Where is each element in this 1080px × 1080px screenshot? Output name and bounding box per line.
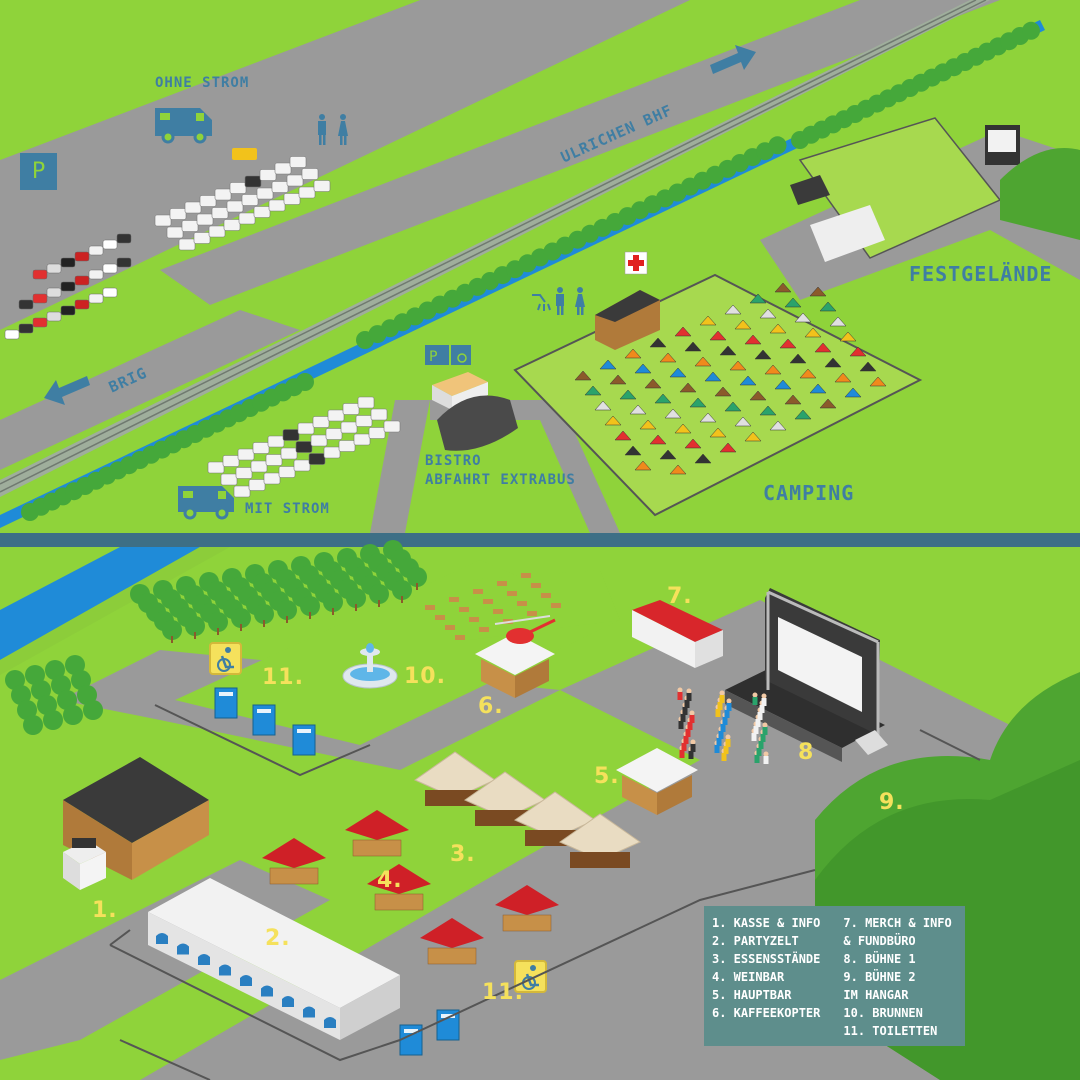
portable-toilets	[214, 687, 460, 1056]
marker-10: 10.	[404, 664, 446, 689]
marker-3: 3.	[450, 842, 476, 867]
label-ohne-strom: OHNE STROM	[155, 75, 250, 91]
marker-5: 5.	[594, 764, 620, 789]
legend-item: 9. BÜHNE 2	[843, 970, 916, 984]
legend-column-2: 7. MERCH & INFO & FUNDBÜRO 8. BÜHNE 1 9. BÜ…	[843, 914, 957, 1038]
label-mit-strom: MIT STROM	[245, 501, 330, 517]
riverbank	[0, 547, 230, 675]
wheelchair-parking-icon: P	[425, 345, 471, 365]
legend-item: 8. BÜHNE 1	[843, 952, 916, 966]
wheelchair-icon	[514, 960, 547, 993]
legend-column-1: 1. KASSE & INFO 2. PARTYZELT 3. ESSENSSTÄN…	[712, 914, 843, 1038]
deckchair-lawn	[400, 570, 620, 640]
deck-chairs	[425, 573, 561, 640]
sanitary-building	[595, 290, 660, 350]
food-court-tents	[413, 751, 642, 868]
toilet-icon	[556, 287, 585, 315]
map-legend: 1. KASSE & INFO 2. PARTYZELT 3. ESSENSSTÄN…	[704, 906, 965, 1046]
marker-8: 8	[798, 740, 815, 765]
legend-item: 5. HAUPTBAR	[712, 988, 792, 1002]
festgelaende-area	[790, 117, 1080, 262]
legend-item: 2. PARTYZELT	[712, 934, 799, 948]
crowd	[677, 687, 769, 764]
railway	[0, 0, 990, 497]
legend-item: & FUNDBÜRO	[843, 934, 916, 948]
map-divider	[0, 533, 1080, 547]
party-tent	[148, 878, 400, 1040]
tree-rows	[21, 21, 1040, 521]
legend-item: 6. KAFFEEKOPTER	[712, 1006, 821, 1020]
bistro-road	[370, 400, 430, 533]
rail-line	[0, 0, 987, 493]
arrow-right-icon	[710, 45, 756, 74]
parking-icon: P	[20, 153, 57, 190]
arrow-left-icon	[44, 376, 90, 405]
svg-text:P: P	[429, 349, 437, 365]
legend-item: 1. KASSE & INFO	[712, 916, 821, 930]
label-camping: CAMPING	[763, 481, 855, 505]
wine-bar-pavilions	[262, 810, 559, 965]
camper-icon	[178, 486, 234, 520]
legend-item: 11. TOILETTEN	[843, 1024, 938, 1038]
legend-item: IM HANGAR	[843, 988, 909, 1002]
camper-icon	[155, 108, 212, 144]
camper-rows	[154, 148, 401, 498]
label-festgelaende: FESTGELÄNDE	[909, 262, 1053, 286]
label-abfahrt-extrabus: ABFAHRT EXTRABUS	[425, 472, 576, 488]
grass-corner	[0, 0, 420, 160]
legend-item: 3. ESSENSSTÄNDE	[712, 952, 821, 966]
marker-9: 9.	[879, 790, 905, 815]
legend-item: 7. MERCH & INFO	[843, 916, 952, 930]
marker-2: 2.	[265, 926, 291, 951]
main-bar	[616, 748, 698, 815]
fountain	[342, 643, 398, 689]
marker-1: 1.	[92, 898, 118, 923]
bistro-building	[432, 372, 518, 451]
rail-line	[0, 0, 977, 485]
ticket-office	[63, 757, 209, 890]
parked-cars	[4, 233, 132, 340]
marker-7: 7.	[667, 584, 693, 609]
marker-11-upper: 11.	[262, 665, 304, 690]
tents	[574, 282, 887, 475]
brig-road	[0, 310, 300, 470]
legend-item: 10. BRUNNEN	[843, 1006, 923, 1020]
fences	[109, 704, 981, 1080]
marker-11-lower: 11.	[482, 980, 524, 1005]
shower-icon	[532, 294, 551, 311]
main-road	[0, 0, 690, 330]
merch-stand	[632, 600, 723, 668]
main-stage	[725, 588, 888, 762]
legend-item: 4. WEINBAR	[712, 970, 785, 984]
ulrichen-road	[160, 0, 1000, 305]
toilet-icon	[318, 114, 348, 145]
marker-6: 6.	[478, 694, 504, 719]
wheelchair-icon	[209, 642, 242, 675]
label-bistro: BISTRO	[425, 453, 482, 469]
bistro-road-right	[430, 400, 620, 533]
marker-4: 4.	[377, 868, 403, 893]
first-aid-icon	[624, 251, 648, 275]
orchard	[5, 540, 427, 735]
coffee-copter-bar	[475, 615, 556, 698]
